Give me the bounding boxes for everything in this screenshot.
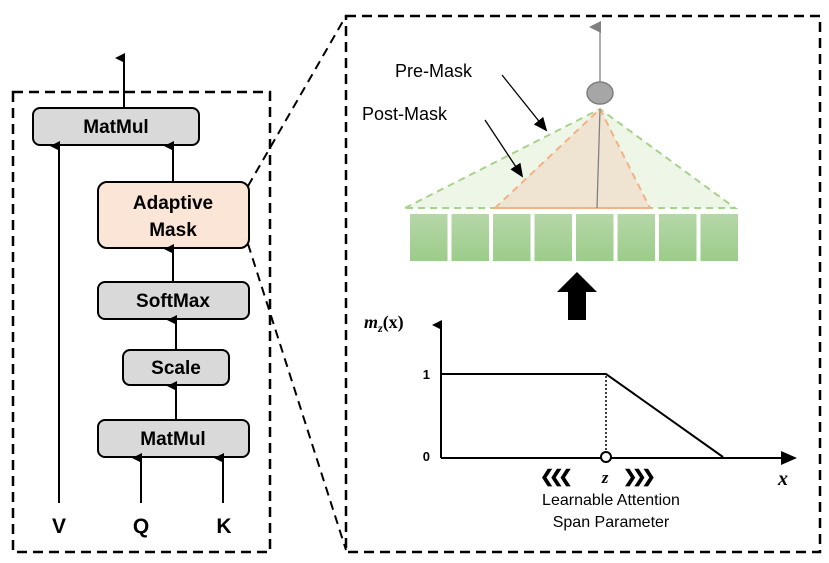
- input-q-label: Q: [133, 515, 149, 538]
- y-tick-0: 0: [423, 449, 430, 464]
- matmul-top-box[interactable]: MatMul: [32, 107, 200, 146]
- adaptive-mask-label-line1: Adaptive: [133, 193, 213, 214]
- mask-function-curve: [441, 373, 724, 458]
- pre-mask-pointer: [501, 74, 548, 132]
- token-5: [576, 214, 614, 261]
- post-mask-pointer: [484, 119, 524, 178]
- token-4: [534, 214, 572, 261]
- caption-line2: Span Parameter: [553, 514, 670, 531]
- input-k-label: K: [216, 515, 231, 538]
- zoom-connector-bottom: [247, 243, 347, 551]
- token-6: [617, 214, 655, 261]
- post-mask-label: Post-Mask: [362, 104, 448, 124]
- scale-box[interactable]: Scale: [122, 349, 230, 386]
- y-tick-1: 1: [423, 367, 430, 382]
- x-axis-label: x: [777, 468, 788, 490]
- caption-line1: Learnable Attention: [542, 492, 680, 509]
- output-connection-line: [596, 108, 601, 209]
- softmax-label: SoftMax: [136, 291, 210, 312]
- z-label: z: [601, 468, 609, 487]
- post-mask-region: [492, 107, 652, 209]
- token-3: [493, 214, 531, 261]
- token-2: [451, 214, 489, 261]
- mask-function-plot: 1 0 mz(x) x ❮❮❮ z ❯❯❯ Learnable Attentio…: [364, 312, 797, 531]
- pre-mask-label: Pre-Mask: [395, 61, 473, 81]
- x-axis-arrowhead: [781, 451, 797, 465]
- matmul-top-label: MatMul: [83, 117, 148, 138]
- big-up-arrow-icon: [557, 272, 597, 320]
- z-point[interactable]: [600, 451, 612, 463]
- output-node: [586, 81, 614, 105]
- matmul-bottom-label: MatMul: [140, 429, 205, 450]
- softmax-box[interactable]: SoftMax: [97, 281, 250, 320]
- token-sequence: [410, 214, 738, 261]
- adaptive-mask-box[interactable]: Adaptive Mask: [97, 181, 250, 249]
- token-8: [700, 214, 738, 261]
- matmul-bottom-box[interactable]: MatMul: [97, 419, 250, 458]
- left-dashed-frame: [11, 90, 272, 554]
- token-7: [659, 214, 697, 261]
- right-dashed-frame: [344, 14, 822, 554]
- y-axis-label: mz(x): [364, 312, 404, 335]
- span-increase-chevrons-icon: ❯❯❯: [623, 467, 654, 487]
- token-1: [410, 214, 448, 261]
- scale-label: Scale: [151, 358, 201, 379]
- adaptive-mask-label-line2: Mask: [149, 220, 197, 241]
- input-v-label: V: [52, 515, 66, 538]
- zoom-connector-top: [247, 15, 347, 187]
- span-decrease-chevrons-icon: ❮❮❮: [540, 467, 571, 487]
